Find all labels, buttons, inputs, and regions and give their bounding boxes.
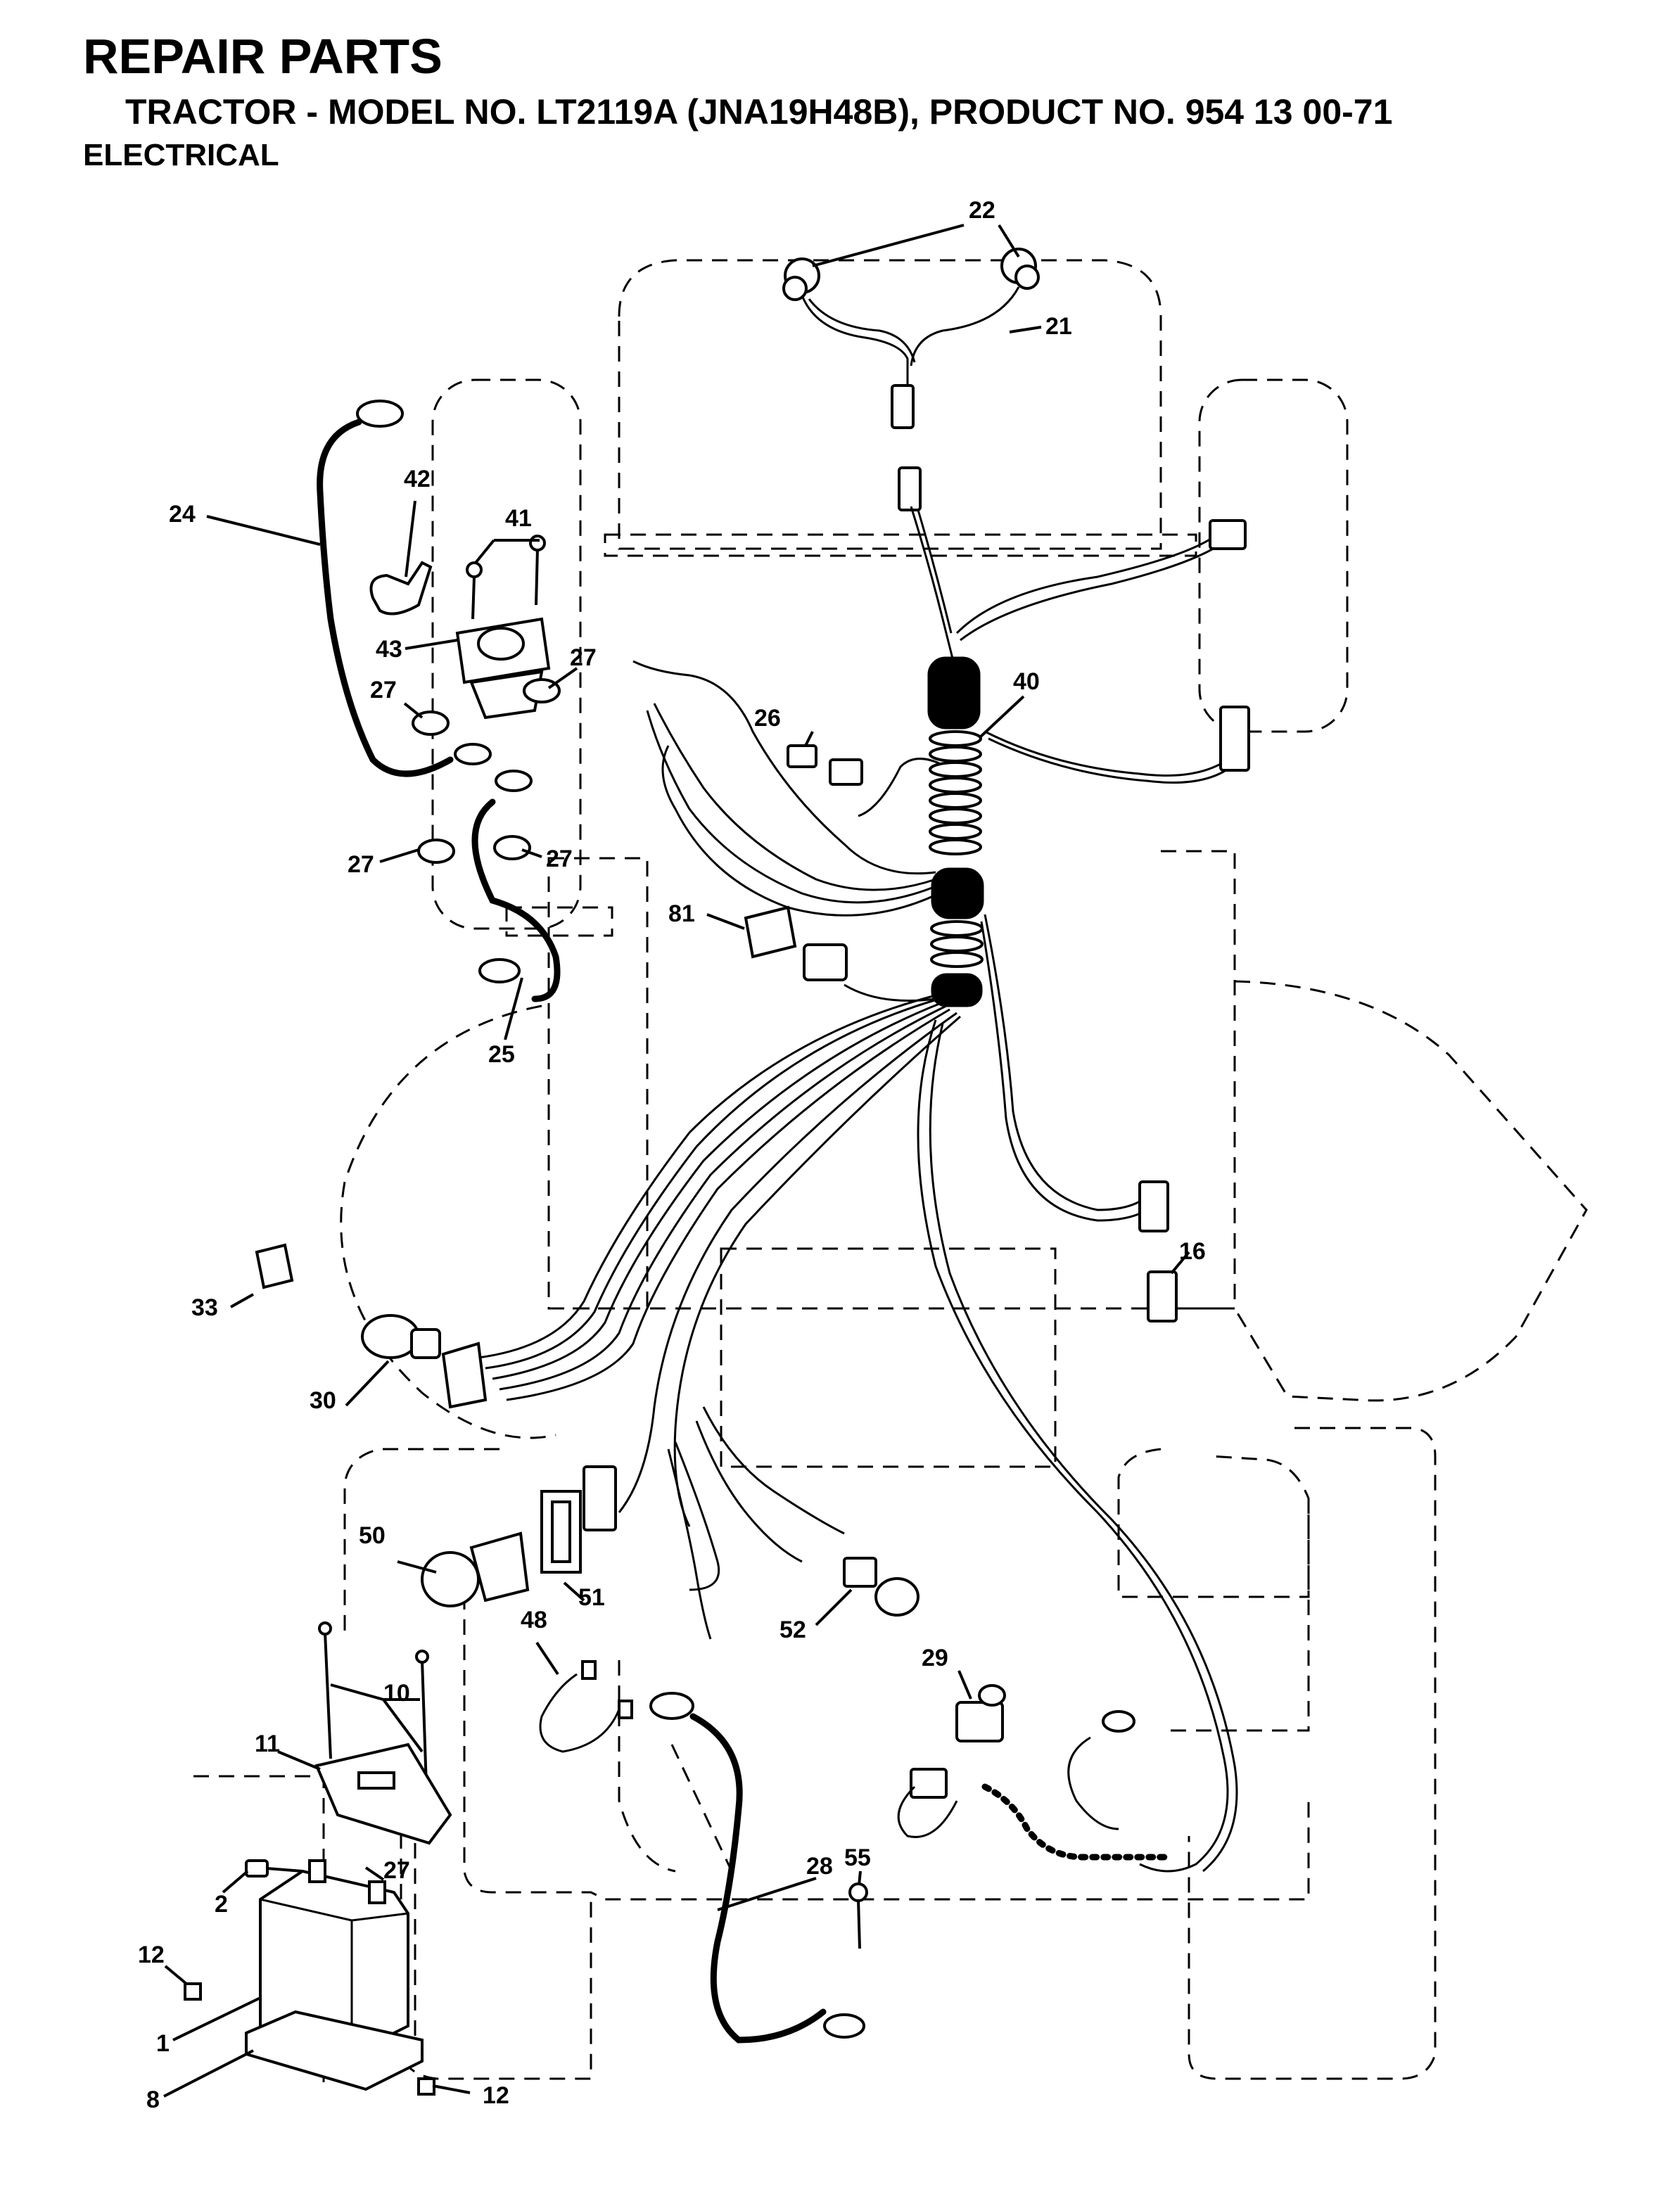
battery-hardware [184,1859,435,2096]
starter-solenoid [369,535,551,720]
callout-24: 24 [169,501,196,528]
coiled-cable [897,1710,1171,1861]
callout-8: 8 [146,2086,160,2113]
callout-28: 28 [806,1853,833,1880]
screw [848,1882,868,1949]
ignition-key [255,1243,294,1289]
tractor-outline [193,259,1588,2082]
callout-21: 21 [1045,313,1072,340]
callout-25: 25 [488,1041,515,1068]
brake-switch [1147,1270,1178,1322]
callout-33: 33 [191,1294,218,1321]
seat-switch [955,1684,1006,1742]
ground-cable [317,400,492,777]
callout-1: 1 [156,2030,170,2057]
battery-bracket [314,1742,452,1845]
fuse-holder [787,744,863,786]
callout-11: 11 [255,1730,280,1757]
callout-12: 12 [483,2082,509,2109]
callout-27: 27 [570,644,597,671]
callout-26: 26 [754,705,781,732]
switch-plate [540,1465,617,1574]
starter-cable [471,770,561,1002]
jumper-wire [539,1660,633,1753]
battery-cable [649,1692,865,2044]
callout-51: 51 [578,1584,605,1611]
pto-switch [421,1531,530,1607]
callout-81: 81 [668,900,695,927]
callout-27: 27 [348,851,374,878]
callout-27: 27 [370,677,397,703]
ignition-switch [361,1314,488,1409]
callout-29: 29 [922,1645,948,1671]
callout-2: 2 [215,1891,228,1918]
indicator-lamp [843,1557,919,1617]
relay [744,905,848,981]
section-title: ELECTRICAL [83,138,279,172]
main-wire-harness [478,506,1250,1873]
callout-48: 48 [521,1607,547,1633]
callout-50: 50 [359,1522,386,1549]
callout-41: 41 [505,505,532,532]
callout-10: 10 [383,1680,410,1707]
callout-52: 52 [779,1617,806,1643]
callout-42: 42 [404,466,431,492]
callout-40: 40 [1013,668,1040,695]
hold-down-bolts [318,1621,429,1787]
callout-12: 12 [138,1942,165,1968]
page-title: REPAIR PARTS [83,29,443,84]
callout-30: 30 [310,1387,336,1414]
callout-16: 16 [1179,1238,1206,1265]
callout-27: 27 [546,846,573,872]
callout-55: 55 [844,1844,871,1871]
page-subtitle: TRACTOR - MODEL NO. LT2119A (JNA19H48B),… [125,92,1393,132]
headlight-assembly [782,248,1040,511]
callout-27: 27 [383,1857,410,1884]
callout-43: 43 [376,636,402,663]
callout-22: 22 [969,197,995,224]
leader-lines [163,224,1190,2098]
callout-labels: 22 21 24 42 41 43 27 27 27 27 25 26 40 8… [138,197,1206,2113]
